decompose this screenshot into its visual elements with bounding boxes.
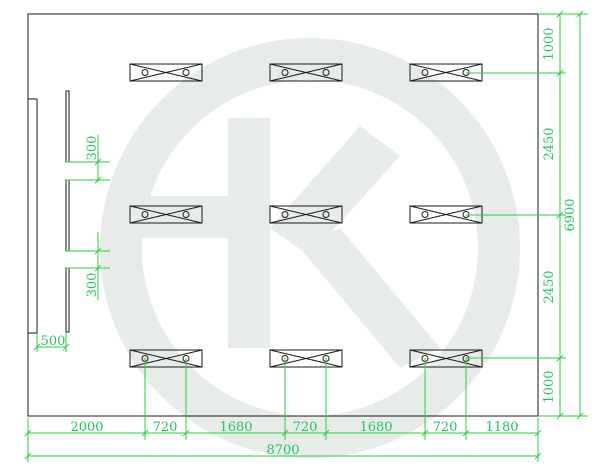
- dim-overall-depth: 6900: [563, 198, 578, 231]
- dim-right-2: 2450: [542, 127, 557, 160]
- dim-right-4: 1000: [542, 370, 557, 403]
- light-fixture-icon: [129, 63, 203, 82]
- dim-bottom-1: 2000: [70, 420, 103, 435]
- dim-right-3: 2450: [542, 270, 557, 303]
- dimension-tick: [141, 429, 149, 437]
- dimension-tick: [421, 429, 429, 437]
- dim-bottom-3: 1680: [219, 420, 252, 435]
- dim-right-1: 1000: [542, 27, 557, 60]
- light-fixture-icon: [269, 349, 343, 368]
- light-fixture-icon: [409, 205, 483, 224]
- light-fixture-icon: [129, 205, 203, 224]
- dimension-tick: [94, 247, 102, 255]
- dimension-tick: [556, 412, 564, 420]
- door-frame: [27, 98, 38, 334]
- dimension-tick: [576, 412, 584, 420]
- light-fixture-icon: [409, 63, 483, 82]
- dimension-labels: 2000 720 1680 720 1680 720 1180 8700 100…: [41, 27, 578, 458]
- dimension-tick: [182, 429, 190, 437]
- dimension-tick: [462, 429, 470, 437]
- dimension-tick: [556, 211, 564, 219]
- dim-bottom-7: 1180: [485, 420, 518, 435]
- dimension-tick: [556, 10, 564, 18]
- dimension-tick: [556, 354, 564, 362]
- dim-bottom-5: 1680: [359, 420, 392, 435]
- light-fixture-icon: [269, 205, 343, 224]
- dimension-tick: [33, 343, 41, 351]
- dimension-tick: [556, 69, 564, 77]
- dim-bottom-6: 720: [433, 420, 458, 435]
- dimension-tick: [62, 343, 70, 351]
- dim-overall-width: 8700: [266, 443, 299, 458]
- dim-left-offset: 500: [41, 334, 66, 349]
- dimension-tick: [94, 264, 102, 272]
- left-panels: [65, 90, 70, 333]
- dim-left-gap-lower: 300: [85, 273, 100, 298]
- light-fixture-icon: [269, 63, 343, 82]
- k-logo-watermark-icon: [100, 38, 521, 458]
- dimension-tick: [534, 452, 542, 460]
- dim-bottom-2: 720: [153, 420, 178, 435]
- dimension-tick: [24, 452, 32, 460]
- dimension-lines: [24, 10, 588, 462]
- dimension-tick: [322, 429, 330, 437]
- dimension-ticks: [24, 10, 584, 460]
- dimension-tick: [94, 176, 102, 184]
- light-fixtures: [129, 63, 483, 368]
- dim-bottom-4: 720: [293, 420, 318, 435]
- dimension-tick: [24, 429, 32, 437]
- dimension-tick: [94, 158, 102, 166]
- dimension-tick: [534, 429, 542, 437]
- dim-left-gap-upper: 300: [85, 136, 100, 161]
- dimension-tick: [576, 10, 584, 18]
- dimension-tick: [281, 429, 289, 437]
